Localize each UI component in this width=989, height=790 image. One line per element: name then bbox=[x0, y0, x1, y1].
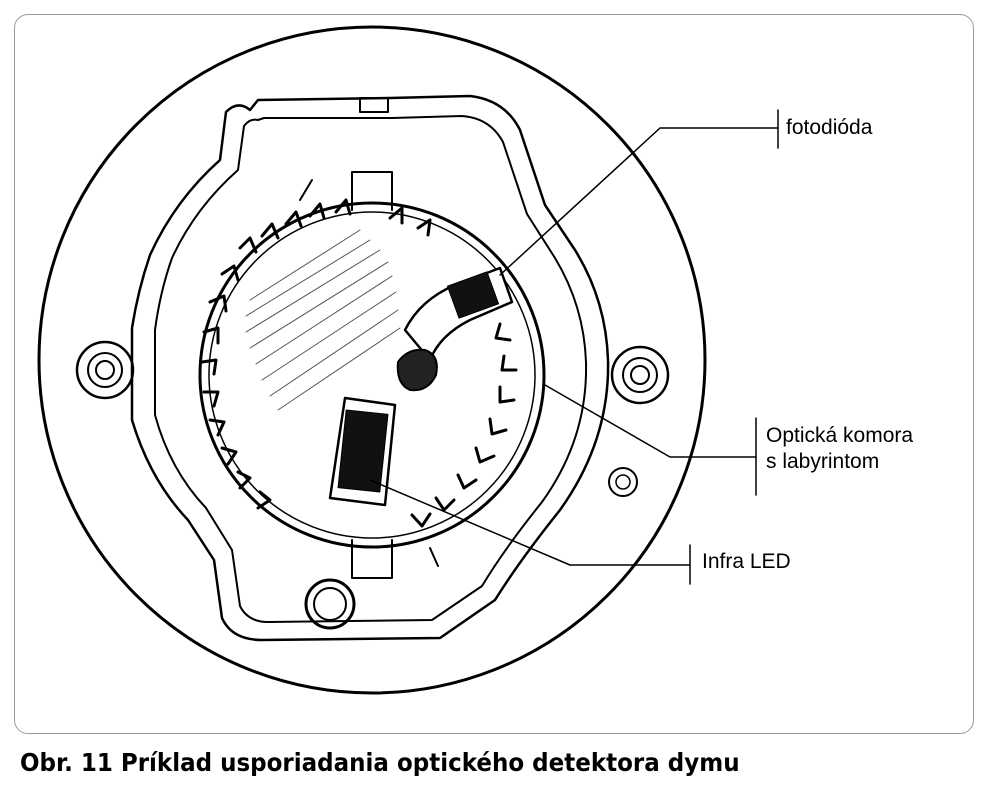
leader-fotodioda bbox=[499, 127, 779, 276]
small-hole-right bbox=[608, 467, 638, 497]
chamber-hatching bbox=[245, 229, 401, 411]
leader-lines bbox=[369, 109, 779, 585]
smoke-detector-drawing bbox=[37, 25, 779, 695]
label-photodiode: fotodióda bbox=[786, 115, 873, 141]
infra-led-assembly bbox=[328, 396, 397, 507]
mounting-lug-right bbox=[610, 345, 670, 405]
label-infra-led: Infra LED bbox=[702, 549, 791, 575]
optical-chamber bbox=[198, 201, 546, 549]
labyrinth-chevrons bbox=[200, 198, 518, 528]
label-optical-chamber: Optická komora s labyrintom bbox=[766, 423, 914, 475]
photodiode-assembly bbox=[396, 266, 514, 392]
outer-housing bbox=[37, 25, 707, 695]
screw-hole-bottom bbox=[304, 578, 356, 630]
figure-caption: Obr. 11 Príklad usporiadania optického d… bbox=[20, 748, 740, 777]
top-notch bbox=[359, 97, 389, 113]
leader-infra bbox=[369, 479, 691, 566]
base-plate-inner bbox=[154, 115, 588, 623]
leader-opticka bbox=[544, 384, 757, 458]
label-optical-chamber-line2: s labyrintom bbox=[766, 450, 880, 473]
chamber-tab-bottom bbox=[351, 539, 393, 579]
base-plate-outer bbox=[130, 94, 610, 642]
chamber-tab-top bbox=[351, 171, 393, 211]
mounting-lug-left bbox=[75, 340, 135, 400]
label-optical-chamber-line1: Optická komora bbox=[766, 424, 914, 447]
